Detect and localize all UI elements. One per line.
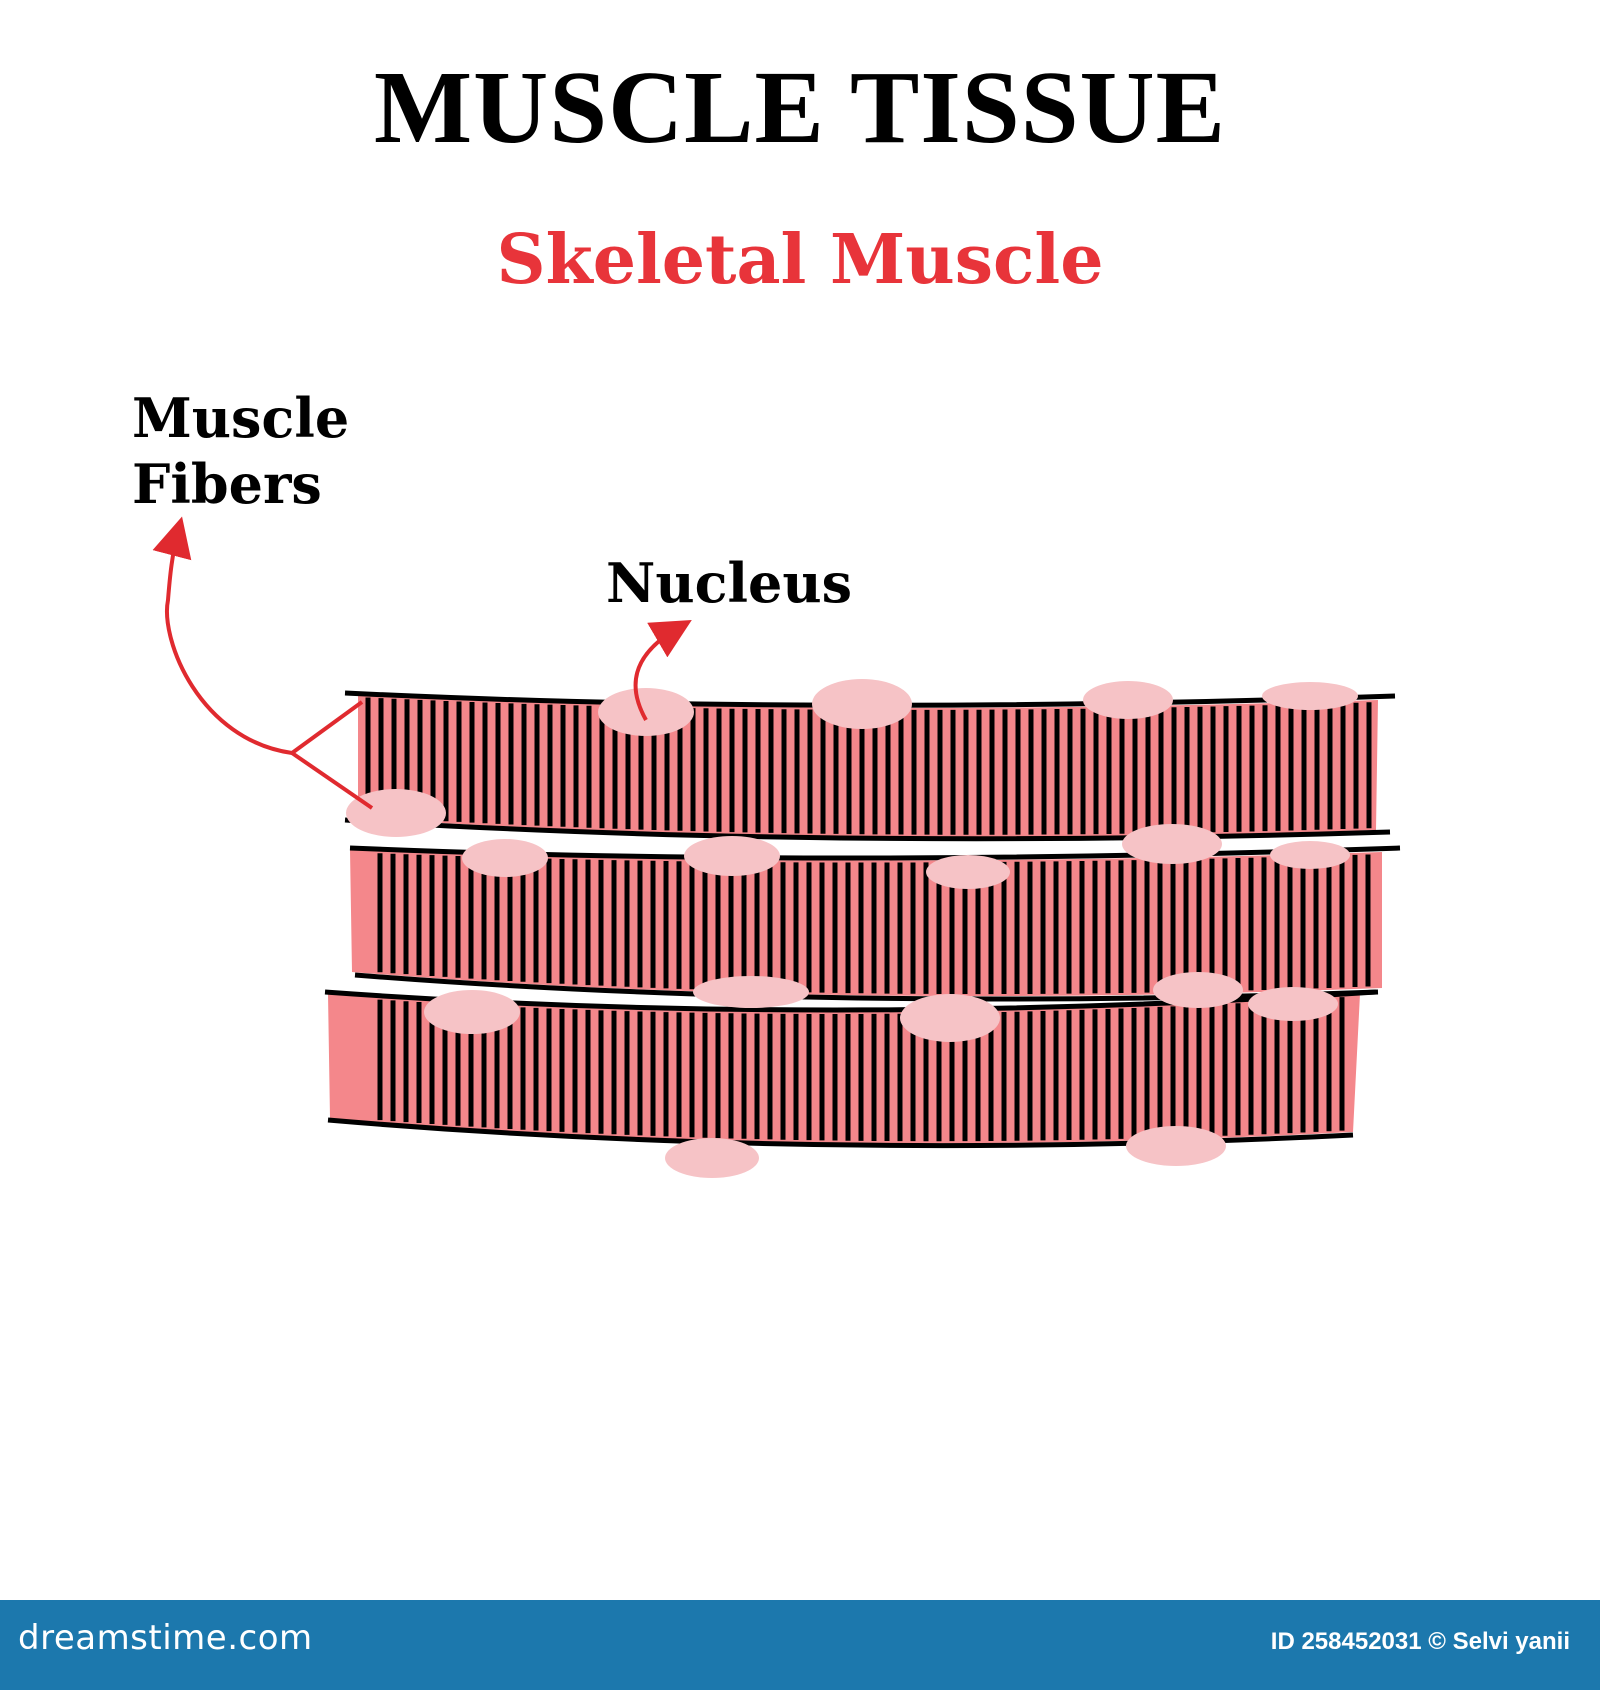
- muscle-fibers-label-line2: Fibers: [132, 452, 322, 516]
- pointer-line-to-fiber-2: [290, 751, 374, 810]
- nucleus: [1270, 841, 1350, 869]
- muscle-fibers-pointer: [152, 516, 374, 810]
- nucleus: [424, 990, 520, 1034]
- pointer-line-to-fiber-1: [290, 700, 364, 755]
- footer-credit: ID 258452031 © Selvi yanii: [1270, 1628, 1570, 1655]
- muscle-fiber-2: [349, 824, 1401, 1002]
- nucleus: [1122, 824, 1222, 864]
- muscle-fiber-1: [344, 679, 1396, 842]
- page-subtitle: Skeletal Muscle: [496, 220, 1104, 300]
- muscle-fiber-3: [324, 972, 1377, 1178]
- nucleus: [1083, 681, 1173, 719]
- nucleus: [1262, 682, 1358, 710]
- pointer-arrow-to-nucleus-label: [633, 619, 692, 721]
- nucleus-label: Nucleus: [606, 551, 853, 615]
- nucleus-pointer: [633, 619, 692, 721]
- nucleus: [926, 855, 1010, 889]
- fiber-2-body: [350, 850, 1382, 997]
- fiber-3-striations: [377, 997, 1345, 1142]
- pointer-arrow-to-label: [152, 516, 293, 755]
- nucleus: [1248, 987, 1338, 1021]
- nucleus: [1153, 972, 1243, 1008]
- nucleus: [665, 1138, 759, 1178]
- footer-brand: dreamstime.com: [18, 1618, 313, 1658]
- nucleus: [462, 839, 548, 877]
- muscle-fibers-label-line1: Muscle: [132, 386, 350, 450]
- nucleus: [598, 688, 694, 736]
- nucleus: [1126, 1126, 1226, 1166]
- nucleus: [684, 836, 780, 876]
- nucleus: [812, 679, 912, 729]
- skeletal-muscle-diagram: [152, 516, 1401, 1178]
- nucleus: [900, 994, 1000, 1042]
- nucleus: [693, 976, 809, 1008]
- page-title: MUSCLE TISSUE: [373, 50, 1227, 165]
- fiber-1-bottom-edge: [344, 817, 1391, 842]
- watermark-footer: dreamstime.com ID 258452031 © Selvi yani…: [0, 1600, 1600, 1690]
- muscle-fibers-label: Muscle Fibers: [132, 385, 349, 517]
- nucleus: [346, 789, 446, 837]
